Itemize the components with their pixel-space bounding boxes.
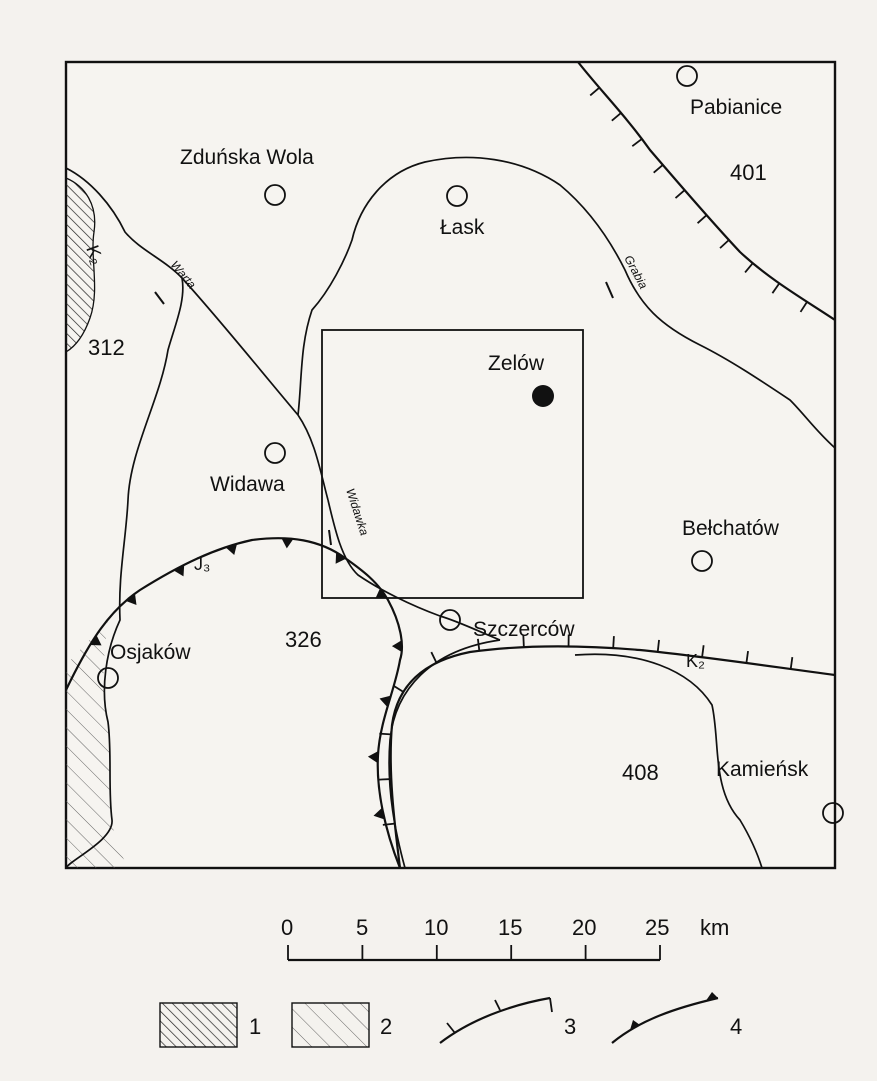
scale-tick-25: 25 [645, 915, 669, 940]
warta-flow-mark [154, 291, 165, 305]
map-frame [64, 60, 837, 870]
fault-tick [653, 164, 664, 174]
fault-triangle [89, 634, 102, 646]
fault-triangle [379, 695, 391, 708]
fault-tick [719, 239, 730, 249]
scale-tick-5: 5 [356, 915, 368, 940]
unit-label-401: 401 [730, 160, 767, 185]
town-marker-zelow [532, 385, 554, 407]
warta-tributary [181, 277, 329, 501]
town-marker-lask [446, 185, 468, 207]
fault-tick [522, 635, 525, 648]
town-label-zelow: Zelów [488, 352, 545, 375]
scale-tick-10: 10 [424, 915, 448, 940]
fault-tick [379, 778, 392, 781]
legend: 1 2 3 4 [159, 992, 742, 1048]
fault-tick [701, 645, 705, 658]
sparse-hatch-area [66, 620, 128, 868]
widawka-river [327, 499, 501, 641]
dense-hatch-area [66, 178, 95, 352]
fault-triangle [173, 564, 185, 577]
legend-symbol-4 [611, 996, 719, 1044]
study-area-box [321, 329, 584, 599]
fault-tick [696, 214, 708, 224]
town-label-zdunska-wola: Zduńska Wola [180, 146, 314, 169]
fault-triangle [367, 751, 379, 764]
fault-tick [477, 638, 481, 651]
fault-triangle [225, 543, 238, 556]
scale-tick-0: 0 [281, 915, 293, 940]
scale-tick-20: 20 [572, 915, 596, 940]
fault-triangle [391, 640, 402, 653]
town-marker-zdunska-wola [264, 184, 286, 206]
fault-triangle [281, 538, 294, 549]
geology-label-j3: J₃ [194, 554, 210, 574]
town-label-kamiensk: Kamieńsk [716, 758, 809, 781]
fault-tick [589, 86, 600, 97]
grabia-river [297, 156, 835, 449]
widawka-flow-mark [328, 529, 332, 546]
fault-tick [392, 684, 404, 693]
warta-river [66, 167, 184, 868]
fault-tick [771, 282, 781, 294]
legend-swatch-2 [291, 1002, 370, 1048]
unit-label-408: 408 [622, 760, 659, 785]
fault-tick [674, 189, 686, 199]
fault-tick [382, 822, 395, 826]
fault-tick [612, 636, 615, 649]
fault-tick [379, 732, 392, 736]
legend-label-2: 2 [380, 1014, 392, 1039]
town-marker-belchatow [691, 550, 713, 572]
j3-boundary-line [66, 537, 403, 868]
town-marker-kamiensk [822, 802, 844, 824]
town-marker-widawa [264, 442, 286, 464]
legend-swatch-1 [159, 1002, 238, 1048]
legend-symbol-3 [439, 996, 551, 1044]
town-marker-pabianice [676, 65, 698, 87]
town-marker-szczercow [439, 609, 461, 631]
fault-tick [789, 656, 794, 670]
fault-tick [656, 639, 660, 652]
k2-boundary-west [66, 177, 96, 353]
fault-triangle [335, 552, 347, 564]
northeast-fault-line [577, 62, 835, 321]
scale-bar: 0 5 10 15 20 25 km [281, 915, 729, 962]
k2-fault-line [389, 645, 835, 868]
legend-label-4: 4 [730, 1014, 742, 1039]
fault-triangle [373, 807, 385, 820]
scale-tick-15: 15 [498, 915, 522, 940]
town-label-osjakow: Osjaków [110, 641, 191, 664]
town-markers [97, 65, 844, 824]
town-label-belchatow: Bełchatów [682, 517, 780, 540]
fault-tick [799, 301, 808, 313]
town-marker-osjakow [97, 667, 119, 689]
town-label-szczercow: Szczerców [473, 618, 575, 641]
town-label-widawa: Widawa [210, 473, 285, 496]
fault-tick [611, 112, 622, 122]
kamiensk-boundary [574, 653, 763, 868]
legend-label-1: 1 [249, 1014, 261, 1039]
town-label-pabianice: Pabianice [690, 96, 782, 119]
fault-triangle [375, 587, 387, 599]
legend-label-3: 3 [564, 1014, 576, 1039]
fault-tick [631, 138, 643, 147]
fault-tick [744, 262, 754, 274]
town-label-lask: Łask [440, 216, 485, 239]
unit-label-312: 312 [88, 335, 125, 360]
fault-tick [430, 651, 438, 664]
fault-triangle [125, 593, 137, 605]
geology-label-k2-lower: K₂ [686, 651, 705, 671]
scale-unit: km [700, 915, 729, 940]
unit-label-326: 326 [285, 627, 322, 652]
fault-tick [745, 650, 749, 664]
grabia-flow-mark [605, 281, 614, 299]
